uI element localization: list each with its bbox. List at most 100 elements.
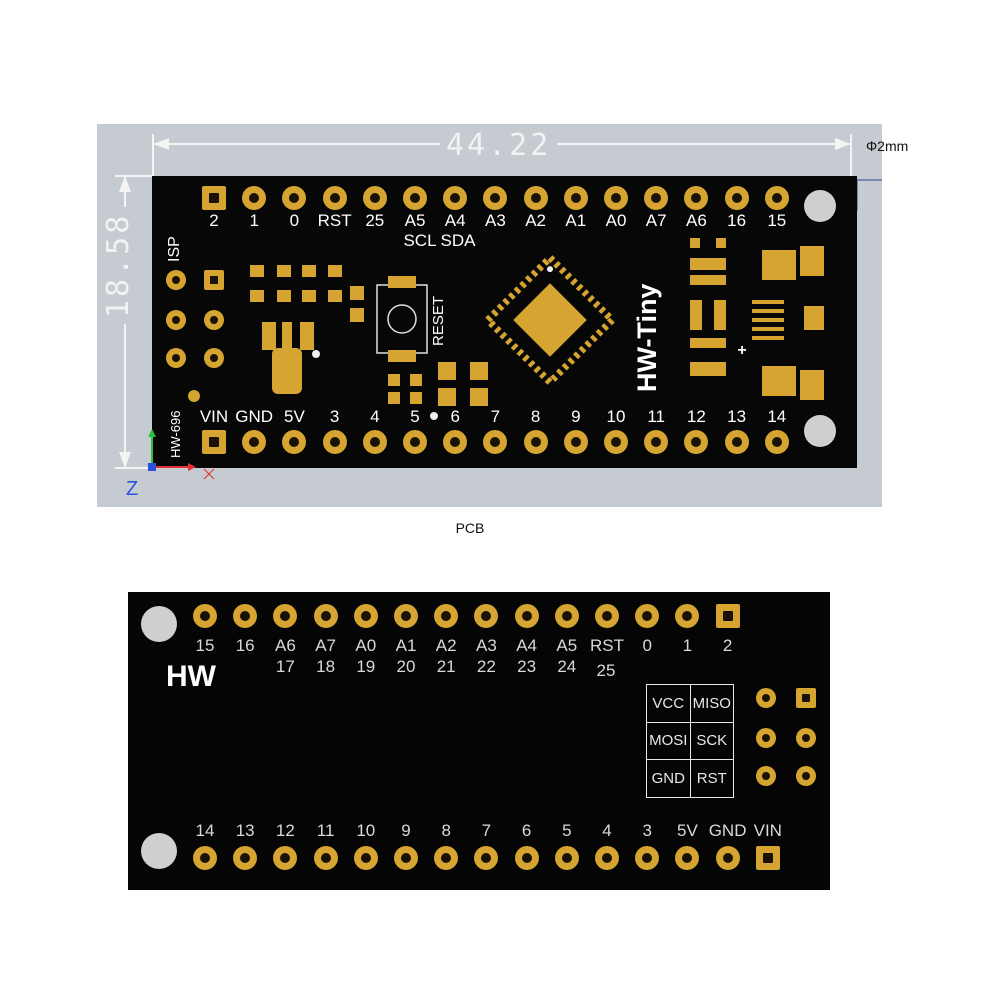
isp-label: ISP xyxy=(166,236,183,262)
front-bottom-pin-pad xyxy=(604,430,628,454)
front-top-pin-label: 16 xyxy=(727,211,747,230)
usb-pad xyxy=(762,250,796,280)
smd-pad xyxy=(690,300,702,330)
isp-pad xyxy=(166,270,186,290)
front-bottom-pin-pad xyxy=(483,430,508,454)
usb-pin xyxy=(752,300,784,304)
smd-pad xyxy=(714,300,726,330)
front-bottom-pin-label: VIN xyxy=(199,407,229,426)
width-dimension: 44.22 xyxy=(440,128,558,163)
regulator-tab xyxy=(282,322,292,352)
axis-indicator xyxy=(148,429,215,480)
back-top-number: 22 xyxy=(476,657,496,676)
back-top-pin-label: RST xyxy=(590,636,624,655)
front-bottom-pin-label: 5 xyxy=(410,407,420,426)
back-top-pin-pad xyxy=(394,604,418,628)
reset-pad xyxy=(388,276,416,288)
back-bottom-pin-pad xyxy=(514,846,539,870)
plus-sign: + xyxy=(737,342,747,359)
front-bottom-pin-pad xyxy=(764,430,789,454)
back-top-pin-label: A1 xyxy=(395,636,417,655)
back-top-pin-pad xyxy=(233,604,258,628)
back-bottom-pin-label: 12 xyxy=(275,821,295,840)
smd-pad xyxy=(262,322,276,350)
front-top-pin-pad xyxy=(724,186,749,210)
back-top-pin-label: A4 xyxy=(516,636,537,655)
smd-pad xyxy=(438,388,456,406)
smd-pad xyxy=(302,290,316,302)
front-top-pin-label: 0 xyxy=(289,211,300,230)
back-top-pin-pad xyxy=(554,604,579,628)
front-top-pin-pad xyxy=(604,186,628,210)
back-top-number: 23 xyxy=(517,657,537,676)
pcb-caption: PCB xyxy=(455,520,485,536)
back-bottom-pin-pad xyxy=(715,846,740,870)
front-top-pin-pad xyxy=(242,186,267,210)
back-bottom-pin-pad xyxy=(353,846,378,870)
front-top-pin-label: A5 xyxy=(404,211,426,230)
front-top-pin-pad xyxy=(523,186,548,210)
isp-cell: RST xyxy=(689,759,734,798)
back-top-pin-label: A2 xyxy=(435,636,457,655)
smd-pad xyxy=(690,258,726,270)
smd-pad xyxy=(470,362,488,380)
usb-pad xyxy=(804,306,824,330)
front-bottom-pin-pad xyxy=(724,430,749,454)
back-top-pin-label: 15 xyxy=(195,636,215,655)
back-bottom-pin-pad xyxy=(675,846,700,870)
usb-pin xyxy=(752,309,784,313)
back-top-number: 24 xyxy=(557,657,577,676)
front-top-pin-pad xyxy=(563,186,588,210)
reset-label: RESET xyxy=(430,295,447,346)
fiducial xyxy=(188,390,200,402)
brand-label: HW-Tiny xyxy=(632,283,662,392)
back-bottom-pin-pad xyxy=(313,846,338,870)
regulator-pad xyxy=(272,348,302,394)
front-bottom-pin-label: 9 xyxy=(571,407,581,426)
front-top-pin-label: RST xyxy=(317,211,352,230)
front-bottom-pin-label: 10 xyxy=(606,407,626,426)
back-top-number: 18 xyxy=(316,657,336,676)
back-top-pin-pad xyxy=(595,604,619,628)
back-bottom-pin-label: 6 xyxy=(521,821,532,840)
back-isp-pad xyxy=(796,728,816,748)
smd-pad xyxy=(690,362,726,376)
back-top-pin-label: 2 xyxy=(722,636,733,655)
smd-pad xyxy=(410,392,422,404)
usb-pad xyxy=(762,366,796,396)
front-top-pin-pad xyxy=(443,186,468,210)
front-bottom-pin-label: 11 xyxy=(647,407,666,426)
usb-pad xyxy=(800,370,824,400)
back-bottom-pin-pad xyxy=(474,846,499,870)
front-top-pin-label: 2 xyxy=(209,211,219,230)
smd-pad xyxy=(250,290,264,302)
back-bottom-pin-label: 13 xyxy=(235,821,255,840)
front-bottom-pin-label: 13 xyxy=(727,407,747,426)
back-top-pin-pad xyxy=(273,604,298,628)
usb-pad xyxy=(800,246,824,276)
smd-pad xyxy=(410,374,422,386)
back-isp-pad xyxy=(756,728,776,748)
back-isp-pad xyxy=(796,766,816,786)
reset-button-outline xyxy=(376,284,428,354)
front-top-pin-pad xyxy=(202,186,226,210)
back-mount-hole-bottom xyxy=(141,833,177,869)
back-top-pin-pad xyxy=(313,604,338,628)
front-top-pin-pad xyxy=(644,186,669,210)
smd-pad xyxy=(350,308,364,322)
front-top-pin-label: A3 xyxy=(484,211,506,230)
back-bottom-pin-label: VIN xyxy=(753,821,782,840)
back-isp-pad xyxy=(796,688,816,708)
front-top-pin-label: 15 xyxy=(767,211,787,230)
back-top-pin-pad xyxy=(715,604,740,628)
back-bottom-pin-label: 7 xyxy=(481,821,492,840)
back-bottom-pin-pad xyxy=(193,846,217,870)
smd-pad xyxy=(277,290,291,302)
isp-cell: GND xyxy=(646,759,691,798)
back-top-pin-label: A3 xyxy=(475,636,497,655)
back-bottom-pin-label: 5V xyxy=(676,821,698,840)
back-top-pin-pad xyxy=(434,604,459,628)
back-top-pin-label: 1 xyxy=(682,636,693,655)
back-bottom-pin-pad xyxy=(394,846,418,870)
